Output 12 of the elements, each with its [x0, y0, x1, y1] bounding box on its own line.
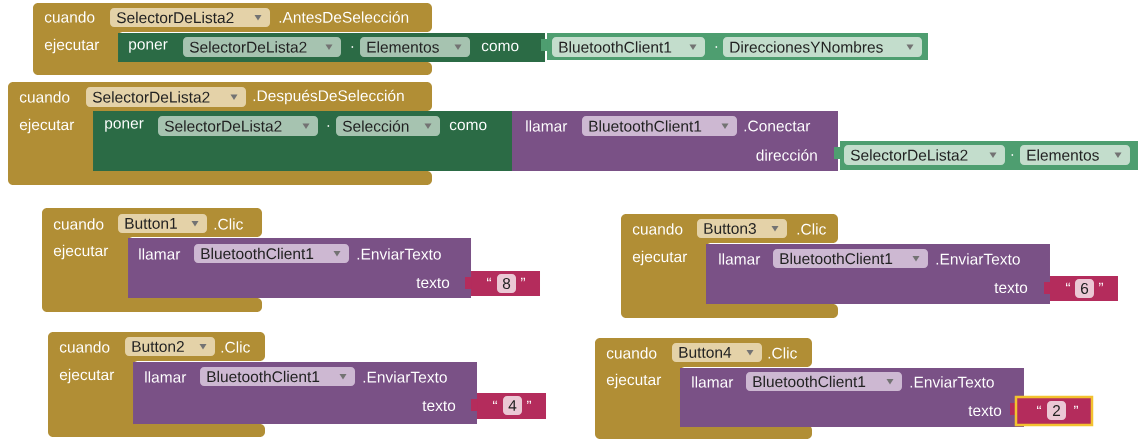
dropdown: BluetoothClient1	[582, 116, 737, 136]
dropdown: SelectorDeLista2	[86, 87, 246, 107]
dropdown: Selección	[336, 116, 440, 136]
dropdown: BluetoothClient1	[773, 249, 928, 268]
dropdown: SelectorDeLista2	[110, 8, 270, 27]
dropdown: SelectorDeLista2	[844, 145, 1005, 165]
dropdown: DireccionesYNombres	[723, 37, 922, 57]
dropdown: Elementos	[360, 37, 470, 57]
dropdown: SelectorDeLista2	[158, 116, 318, 136]
dropdown: Elementos	[1020, 145, 1130, 165]
dropdown: BluetoothClient1	[552, 37, 705, 57]
dropdown: SelectorDeLista2	[183, 37, 341, 57]
